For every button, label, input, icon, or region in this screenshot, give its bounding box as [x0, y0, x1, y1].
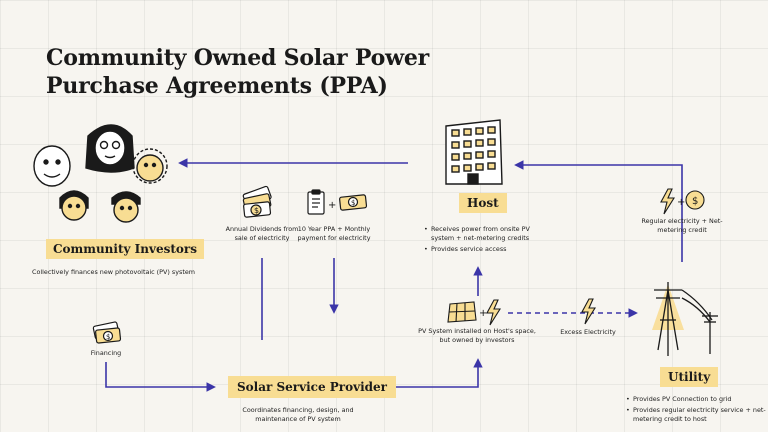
utility-bullet-2: Provides regular electricity service + n… [626, 406, 766, 424]
utility-power-pole-icon [652, 282, 718, 356]
svg-text:$: $ [254, 206, 259, 215]
dollar-coin-icon [685, 190, 705, 210]
community-investors-desc: Collectively finances new photovoltaic (… [32, 268, 196, 276]
host-building-icon [445, 119, 503, 185]
utility-bullet-1: Provides PV Connection to grid [626, 395, 766, 404]
lightning-bolt-icon-excess [581, 298, 596, 325]
excess-label: Excess Electricity [560, 328, 616, 336]
solar-panel-icon: + [447, 299, 501, 326]
financing-label: Financing [90, 349, 122, 357]
svg-text:+: + [479, 308, 487, 319]
svg-text:$: $ [106, 333, 110, 341]
host-bullet-2: Provides service access [424, 245, 548, 254]
host-label: Host [459, 193, 507, 213]
lightning-dollar-icons: + $ [660, 188, 705, 215]
host-bullet-1: Receives power from onsite PV system + n… [424, 225, 548, 243]
money-stack-icon: $ [92, 321, 122, 344]
ppa-label: 10 Year PPA + Monthly payment for electr… [297, 225, 371, 242]
pv-system-label: PV System installed on Host's space, but… [418, 327, 536, 344]
diagram-title: Community Owned Solar Power Purchase Agr… [46, 45, 430, 99]
arrow-provider-to-pv [380, 358, 483, 388]
money-stack-icon-dividends: $ [242, 185, 272, 218]
svg-text:+: + [328, 200, 336, 211]
svg-text:+: + [677, 197, 685, 208]
lightning-bolt-icon [486, 299, 501, 326]
contract-document-icon: + $ [307, 189, 368, 215]
utility-label: Utility [660, 367, 719, 387]
community-investors-label: Community Investors [46, 239, 204, 259]
arrow-utility-to-host [514, 160, 683, 262]
svg-text:$: $ [351, 199, 355, 207]
solar-service-provider-desc: Coordinates financing, design, and maint… [242, 406, 354, 423]
host-bullets: Receives power from onsite PV system + n… [424, 225, 548, 256]
dividends-label: Annual Dividends from sale of electricit… [225, 225, 299, 242]
regular-electricity-label: Regular electricity + Net-metering credi… [641, 217, 723, 234]
arrow-financing [105, 362, 216, 392]
community-people-icon [33, 124, 168, 223]
svg-text:$: $ [692, 196, 698, 207]
utility-bullets: Provides PV Connection to grid Provides … [626, 395, 766, 426]
solar-service-provider-label: Solar Service Provider [228, 376, 397, 398]
